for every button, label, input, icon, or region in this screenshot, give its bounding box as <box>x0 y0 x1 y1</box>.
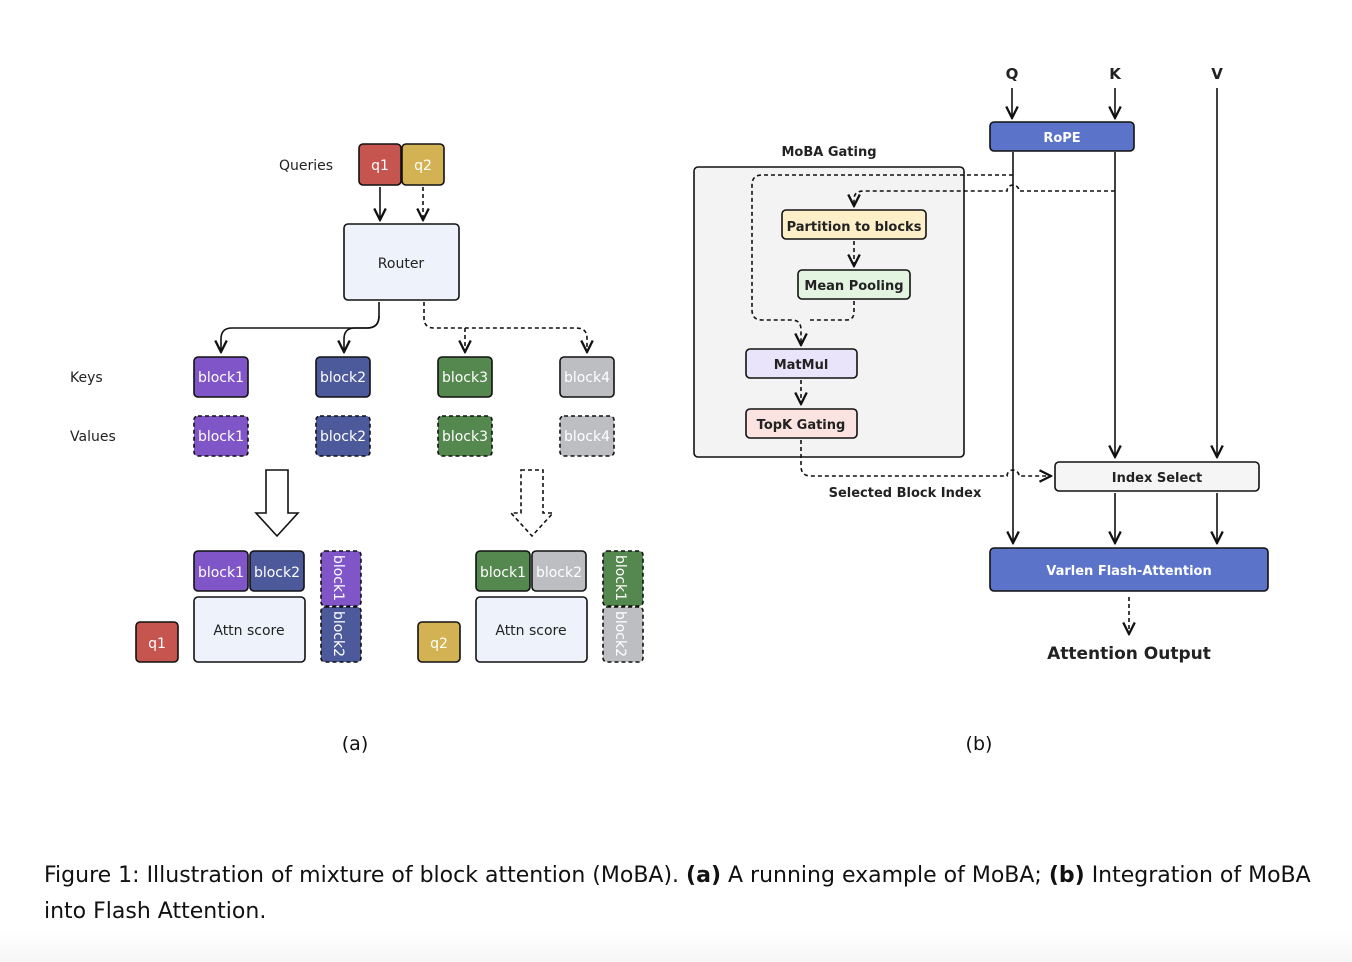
value-block2-label: block2 <box>320 429 366 445</box>
arrow-router-block1 <box>221 302 380 352</box>
attn-score-label-q1: Attn score <box>213 623 284 639</box>
index-select-label: Index Select <box>1112 471 1203 486</box>
value-block3-label: block3 <box>442 429 488 445</box>
attn-q1-vblock2-label: block2 <box>330 611 346 657</box>
panel-a-sublabel: (a) <box>342 733 368 755</box>
matmul-label: MatMul <box>774 358 829 373</box>
attention-output-label: Attention Output <box>1047 644 1211 664</box>
panel-b: Q K V RoPE MoBA Gating Partition to bloc… <box>693 65 1269 755</box>
attn-group-q1: block1 block2 Attn score block1 block2 q… <box>135 550 362 663</box>
queries-label: Queries <box>279 158 333 174</box>
pooling-label: Mean Pooling <box>804 279 903 294</box>
panel-b-sublabel: (b) <box>966 733 993 755</box>
caption-a-text: A running example of MoBA; <box>728 863 1042 888</box>
query-q2: q2 <box>401 143 445 186</box>
caption-a-tag: (a) <box>686 863 722 888</box>
key-block3: block3 <box>437 356 493 398</box>
page-bottom-shade <box>0 930 1352 962</box>
arrow-router-block3-4 <box>423 302 587 352</box>
gating-title: MoBA Gating <box>781 145 876 160</box>
rope-box: RoPE <box>989 121 1135 152</box>
panel-a: Queries Keys Values q1 q2 Router block1 <box>70 143 644 755</box>
rope-label: RoPE <box>1043 131 1080 146</box>
key-block2: block2 <box>315 356 371 398</box>
big-arrow-solid <box>254 469 300 538</box>
dashed-pooling-to-matmul <box>810 301 855 321</box>
pooling-box: Mean Pooling <box>797 269 911 300</box>
dashed-k-to-partition <box>854 184 1115 206</box>
query-q2-label: q2 <box>414 158 432 174</box>
dashed-q-to-matmul <box>751 174 1013 345</box>
topk-label: TopK Gating <box>757 418 846 433</box>
key-block1: block1 <box>193 356 249 398</box>
key-block4: block4 <box>559 356 615 398</box>
value-block4: block4 <box>559 415 615 457</box>
attn-score-box-q1 <box>193 596 306 663</box>
index-select-box: Index Select <box>1054 461 1260 492</box>
attn-q1-block1-label: block1 <box>198 565 244 581</box>
query-q1: q1 <box>358 143 402 186</box>
varlen-label: Varlen Flash-Attention <box>1046 564 1212 579</box>
router-label: Router <box>378 256 425 272</box>
key-block1-label: block1 <box>198 370 244 386</box>
topk-box: TopK Gating <box>745 408 858 439</box>
attn-score-label-q2: Attn score <box>495 623 566 639</box>
partition-box: Partition to blocks <box>781 209 927 240</box>
attn-q2-vblock2-label: block2 <box>612 611 628 657</box>
key-block3-label: block3 <box>442 370 488 386</box>
varlen-box: Varlen Flash-Attention <box>989 547 1269 592</box>
attn-q2-block1-label: block1 <box>480 565 526 581</box>
caption-prefix: Figure 1: Illustration of mixture of blo… <box>44 863 680 888</box>
value-block4-label: block4 <box>564 429 610 445</box>
matmul-box: MatMul <box>745 348 858 379</box>
attn-q1-block2-label: block2 <box>254 565 300 581</box>
moba-figure: Queries Keys Values q1 q2 Router block1 <box>70 65 1269 755</box>
caption-b-tag: (b) <box>1048 863 1085 888</box>
partition-label: Partition to blocks <box>787 220 922 235</box>
value-block2: block2 <box>315 415 371 457</box>
attn-group-q2: block1 block2 Attn score block1 block2 q… <box>417 550 644 663</box>
query-q1-label: q1 <box>371 158 389 174</box>
attn-q1-query-label: q1 <box>148 636 166 652</box>
attn-score-box-q2 <box>475 596 588 663</box>
q-input-label: Q <box>1006 65 1019 83</box>
key-block2-label: block2 <box>320 370 366 386</box>
attn-q1-vblock1-label: block1 <box>330 555 346 601</box>
dashed-topk-to-index-select <box>800 440 1051 476</box>
value-block3: block3 <box>437 415 493 457</box>
keys-label: Keys <box>70 370 103 386</box>
k-input-label: K <box>1109 65 1122 83</box>
value-block1-label: block1 <box>198 429 244 445</box>
value-block1: block1 <box>193 415 249 457</box>
router-box: Router <box>343 223 460 301</box>
attn-q2-block2-label: block2 <box>536 565 582 581</box>
key-block4-label: block4 <box>564 370 610 386</box>
v-input-label: V <box>1211 65 1223 83</box>
arrow-router-block2 <box>344 315 380 352</box>
values-label: Values <box>70 429 116 445</box>
attn-q2-vblock1-label: block1 <box>612 555 628 601</box>
big-arrow-dashed <box>509 469 555 538</box>
selected-index-label: Selected Block Index <box>829 486 982 501</box>
attn-q2-query-label: q2 <box>430 636 448 652</box>
caption-b-text: Integration of MoBA into Flash Attention… <box>44 863 1311 924</box>
figure-caption: Figure 1: Illustration of mixture of blo… <box>44 858 1314 930</box>
